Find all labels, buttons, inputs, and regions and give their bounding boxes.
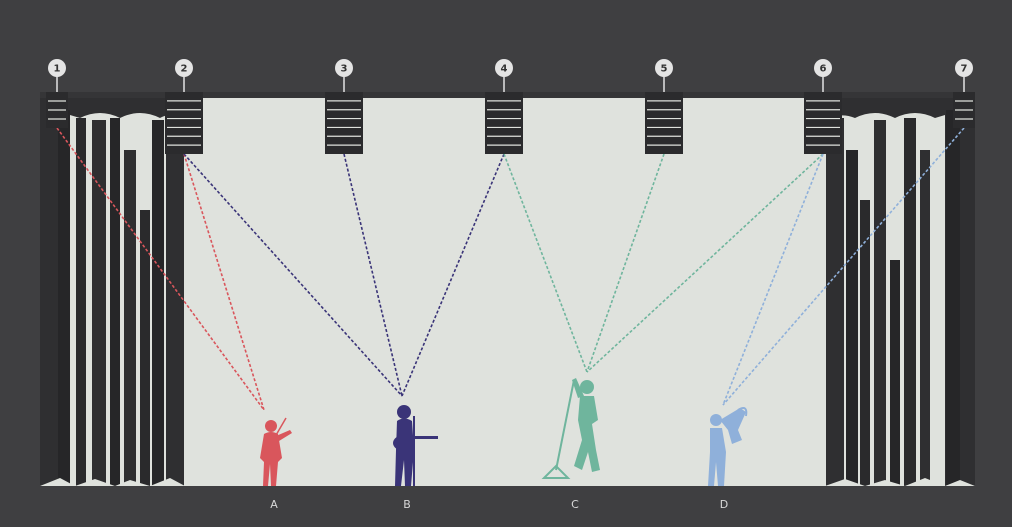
beam-5-to-c	[586, 153, 665, 373]
guitar-singer-icon	[393, 405, 438, 486]
fixture-number: 1	[54, 64, 61, 75]
performer-label-a: A	[270, 498, 278, 511]
beam-2-to-b	[183, 153, 403, 397]
light-fixture-2: 2	[165, 59, 203, 154]
light-fixture-6: 6	[804, 59, 842, 154]
beam-7-to-d	[722, 127, 965, 406]
light-fixture-1: 1	[46, 59, 68, 128]
fixture-number: 6	[820, 64, 827, 75]
fixture-number: 7	[961, 64, 968, 75]
light-fixtures: 1 2 3 4 5 6 7	[46, 59, 975, 154]
light-fixture-5: 5	[645, 59, 683, 154]
fixture-number-badge	[655, 59, 673, 77]
stage-backdrop	[60, 96, 960, 486]
performer-label-b: B	[403, 498, 411, 511]
beam-4-to-b	[401, 153, 505, 397]
fixture-number: 2	[181, 64, 188, 75]
fixture-number: 5	[661, 64, 668, 75]
fixture-body	[645, 92, 683, 154]
light-fixture-7: 7	[953, 59, 975, 128]
beam-4-to-c	[503, 153, 588, 373]
fixture-body	[325, 92, 363, 154]
light-beams	[56, 127, 965, 411]
fixture-number-badge	[495, 59, 513, 77]
fixture-number-badge	[814, 59, 832, 77]
light-fixture-4: 4	[485, 59, 523, 154]
beam-3-to-b	[343, 153, 403, 397]
fixture-body	[485, 92, 523, 154]
performer-label-d: D	[720, 498, 728, 511]
left-curtain	[40, 98, 185, 486]
fixture-number: 4	[501, 64, 508, 75]
microphone-singer-icon	[541, 378, 600, 479]
stage-floor	[0, 486, 1012, 527]
fixture-number-badge	[955, 59, 973, 77]
fixture-number-badge	[175, 59, 193, 77]
beam-6-to-d	[722, 153, 824, 406]
fixture-body	[165, 92, 203, 154]
fixture-number-badge	[335, 59, 353, 77]
light-fixture-3: 3	[325, 59, 363, 154]
fixture-body	[804, 92, 842, 154]
performer-label-c: C	[571, 498, 579, 511]
fixture-number: 3	[341, 64, 348, 75]
performer-labels: A B C D	[270, 498, 728, 511]
fixture-number-badge	[48, 59, 66, 77]
saxophone-player-icon	[708, 407, 748, 486]
violin-player-icon	[260, 417, 292, 486]
performers	[260, 378, 748, 486]
beam-6-to-c	[586, 153, 824, 373]
beam-1-to-a	[56, 127, 265, 411]
right-curtain	[825, 98, 975, 486]
